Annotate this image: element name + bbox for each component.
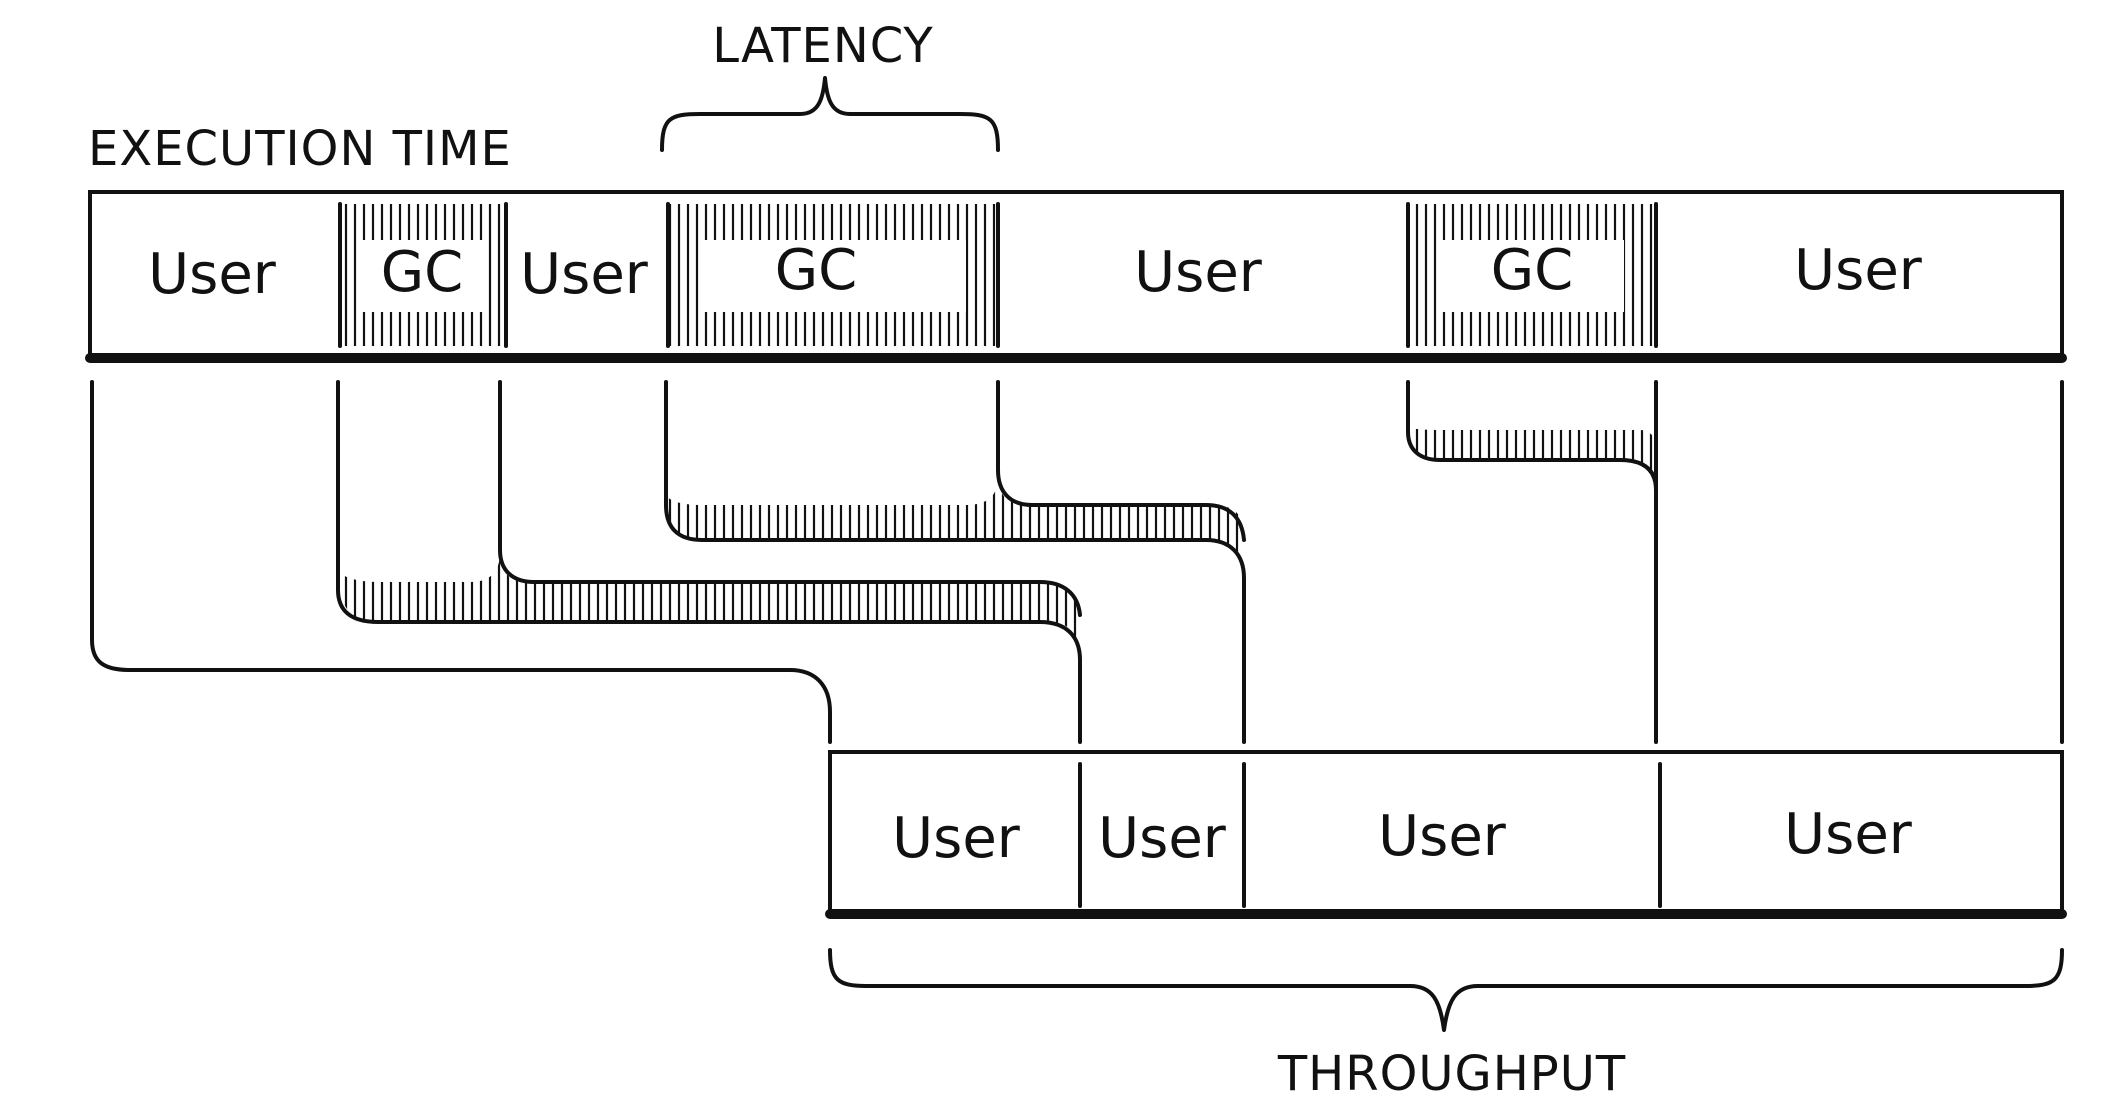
exec-segment-label: User xyxy=(1794,238,1923,303)
throughput-segment-label: User xyxy=(1784,802,1913,867)
exec-segment-label: User xyxy=(520,242,649,307)
throughput-bar: User User User User xyxy=(825,750,2067,919)
throughput-segment-label: User xyxy=(1378,804,1507,869)
latency-brace xyxy=(660,76,1000,152)
throughput-brace xyxy=(828,948,2064,1032)
gc-squeeze-band-1 xyxy=(338,552,1080,660)
gc-squeeze-band-3 xyxy=(1408,428,1656,480)
exec-segment-label: GC xyxy=(381,240,464,305)
throughput-segment-label: User xyxy=(1098,806,1227,871)
gc-squeeze-band-2 xyxy=(666,478,1244,570)
execution-time-label: EXECUTION TIME xyxy=(88,121,512,177)
exec-segment-label: User xyxy=(148,242,277,307)
exec-segment-label: GC xyxy=(1491,238,1574,303)
execution-time-bar: User GC User GC User GC User xyxy=(85,190,2067,363)
throughput-segment-label: User xyxy=(892,806,1021,871)
throughput-label: THROUGHPUT xyxy=(1277,1046,1626,1102)
exec-segment-label: GC xyxy=(775,238,858,303)
exec-segment-label: User xyxy=(1134,240,1263,305)
connector-user-1 xyxy=(90,380,832,744)
latency-label: LATENCY xyxy=(712,18,934,74)
